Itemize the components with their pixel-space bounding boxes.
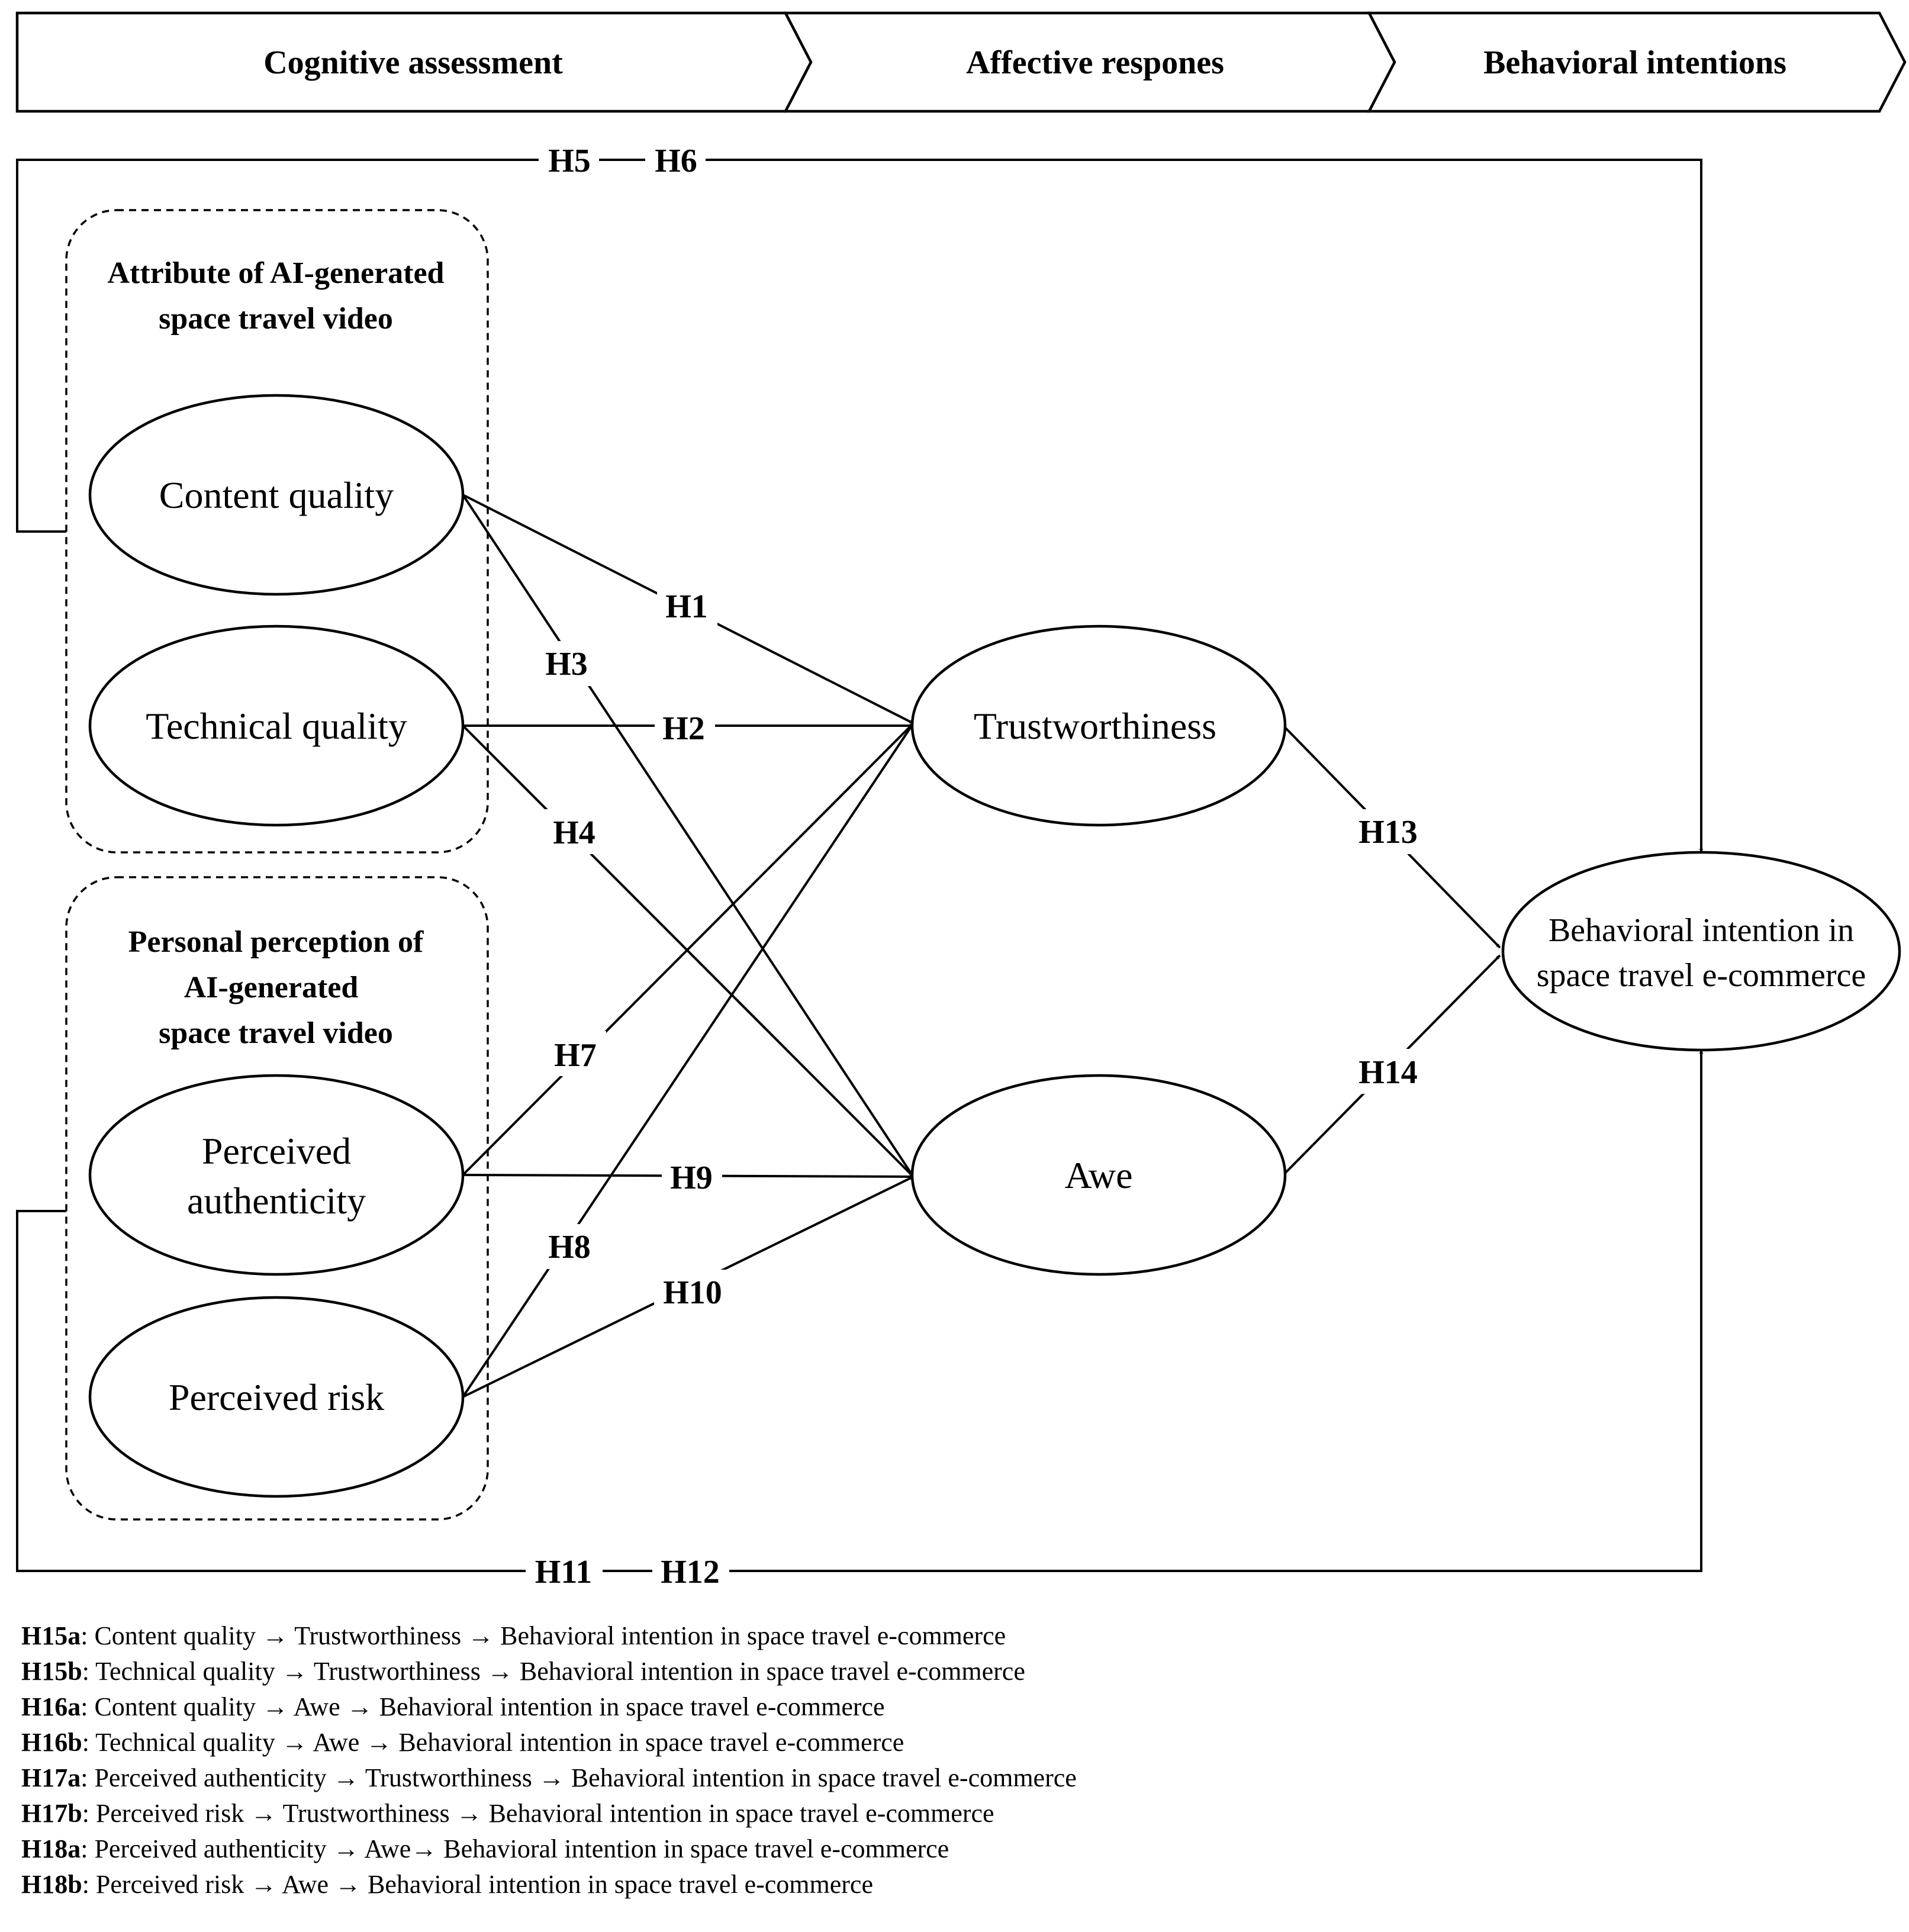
hypothesis-label-h5: H5 — [548, 143, 591, 179]
hypothesis-label-h7: H7 — [554, 1037, 597, 1074]
group-box-perception — [65, 876, 489, 1521]
edge-h8 — [462, 722, 915, 1398]
mediation-note-h15a: H15a: Content quality → Trustworthiness … — [21, 1618, 1560, 1654]
constructs: Content quality Technical quality Percei… — [88, 394, 1901, 1498]
mediation-note-h17b: H17b: Perceived risk → Trustworthiness →… — [21, 1796, 1560, 1831]
mediation-note-h17a: H17a: Perceived authenticity → Trustwort… — [21, 1760, 1560, 1796]
mediation-note-h16a: H16a: Content quality → Awe → Behavioral… — [21, 1689, 1560, 1725]
note-text: : Technical quality → Trustworthiness → … — [82, 1657, 1025, 1686]
node-perceived-authenticity-label-line2: authenticity — [187, 1180, 366, 1222]
note-text: : Content quality → Awe → Behavioral int… — [81, 1692, 885, 1721]
group-box-attribute — [65, 209, 489, 854]
mediation-note-h18a: H18a: Perceived authenticity → Awe→ Beha… — [21, 1831, 1560, 1867]
edges — [462, 494, 1501, 1398]
mediation-note-h16b: H16b: Technical quality → Awe → Behavior… — [21, 1725, 1560, 1760]
stage-label-behavioral: Behavioral intentions — [1483, 44, 1786, 81]
note-id: H17a — [21, 1763, 81, 1792]
note-id: H18b — [21, 1870, 82, 1899]
node-technical-quality-label: Technical quality — [146, 705, 407, 747]
hypothesis-label-h13: H13 — [1358, 814, 1418, 851]
path-h11-h12 — [16, 1049, 1704, 1572]
hypothesis-label-h6: H6 — [655, 143, 697, 179]
note-id: H16a — [21, 1692, 81, 1721]
hypothesis-label-h10: H10 — [663, 1274, 722, 1311]
stage-label-cognitive: Cognitive assessment — [263, 44, 563, 81]
note-text: : Perceived risk → Awe → Behavioral inte… — [82, 1870, 873, 1899]
node-behavioral-intention — [1501, 851, 1901, 1052]
edge-h7 — [462, 722, 915, 1176]
node-perceived-risk-label: Perceived risk — [169, 1376, 384, 1418]
node-perceived-risk — [88, 1296, 465, 1498]
note-text: : Perceived authenticity → Trustworthine… — [81, 1763, 1077, 1792]
hypothesis-label-h4: H4 — [553, 814, 595, 851]
node-awe-label: Awe — [1065, 1154, 1133, 1196]
node-trustworthiness-label: Trustworthiness — [974, 705, 1216, 747]
hypothesis-label-h2: H2 — [662, 710, 705, 747]
note-text: : Technical quality → Awe → Behavioral i… — [82, 1728, 904, 1757]
note-id: H15a — [21, 1621, 81, 1650]
note-id: H17b — [21, 1799, 82, 1828]
path-h5-h6 — [16, 159, 1704, 853]
node-technical-quality — [88, 624, 465, 827]
note-text: : Perceived risk → Trustworthiness → Beh… — [82, 1799, 994, 1828]
note-text: : Content quality → Trustworthiness → Be… — [81, 1621, 1006, 1650]
node-content-quality — [88, 394, 465, 596]
group-title-attribute-line1: Attribute of AI-generated — [108, 256, 445, 290]
node-content-quality-label: Content quality — [159, 474, 394, 516]
node-trustworthiness — [910, 624, 1287, 827]
node-awe — [910, 1074, 1287, 1276]
node-perceived-authenticity — [88, 1074, 465, 1276]
node-behavioral-intention-label-line2: space travel e-commerce — [1537, 957, 1866, 994]
mediation-note-h15b: H15b: Technical quality → Trustworthines… — [21, 1654, 1560, 1689]
node-behavioral-intention-label-line1: Behavioral intention in — [1549, 912, 1854, 949]
hypothesis-label-h12: H12 — [661, 1554, 720, 1590]
note-id: H15b — [21, 1657, 82, 1686]
hypothesis-label-h11: H11 — [535, 1554, 592, 1590]
hypothesis-label-h9: H9 — [670, 1160, 713, 1196]
edge-h3 — [462, 494, 915, 1178]
group-title-perception-line3: space travel video — [159, 1016, 393, 1050]
node-perceived-authenticity-label-line1: Perceived — [202, 1130, 351, 1172]
hypothesis-labels: H1 H2 H3 H4 H5 H6 H7 H8 H9 H10 H11 H12 H… — [526, 140, 1427, 1591]
hypothesis-label-h1: H1 — [665, 588, 708, 625]
note-id: H18a — [21, 1834, 81, 1863]
mediation-hypotheses-list: H15a: Content quality → Trustworthiness … — [21, 1618, 1560, 1902]
group-title-perception-line2: AI-generated — [184, 971, 359, 1004]
hypothesis-label-h14: H14 — [1358, 1054, 1418, 1091]
hypothesis-label-h8: H8 — [548, 1229, 591, 1266]
stage-label-affective: Affective respones — [966, 44, 1224, 81]
group-title-attribute-line2: space travel video — [159, 302, 393, 336]
group-title-perception-line1: Personal perception of — [128, 925, 424, 959]
edge-h4 — [462, 724, 915, 1178]
stage-header: Cognitive assessment Affective respones … — [15, 11, 1907, 113]
note-text: : Perceived authenticity → Awe→ Behavior… — [81, 1834, 949, 1863]
note-id: H16b — [21, 1728, 82, 1757]
stage-chevron-behavioral — [1367, 11, 1907, 113]
hypothesis-label-h3: H3 — [545, 646, 588, 682]
mediation-note-h18b: H18b: Perceived risk → Awe → Behavioral … — [21, 1867, 1560, 1902]
